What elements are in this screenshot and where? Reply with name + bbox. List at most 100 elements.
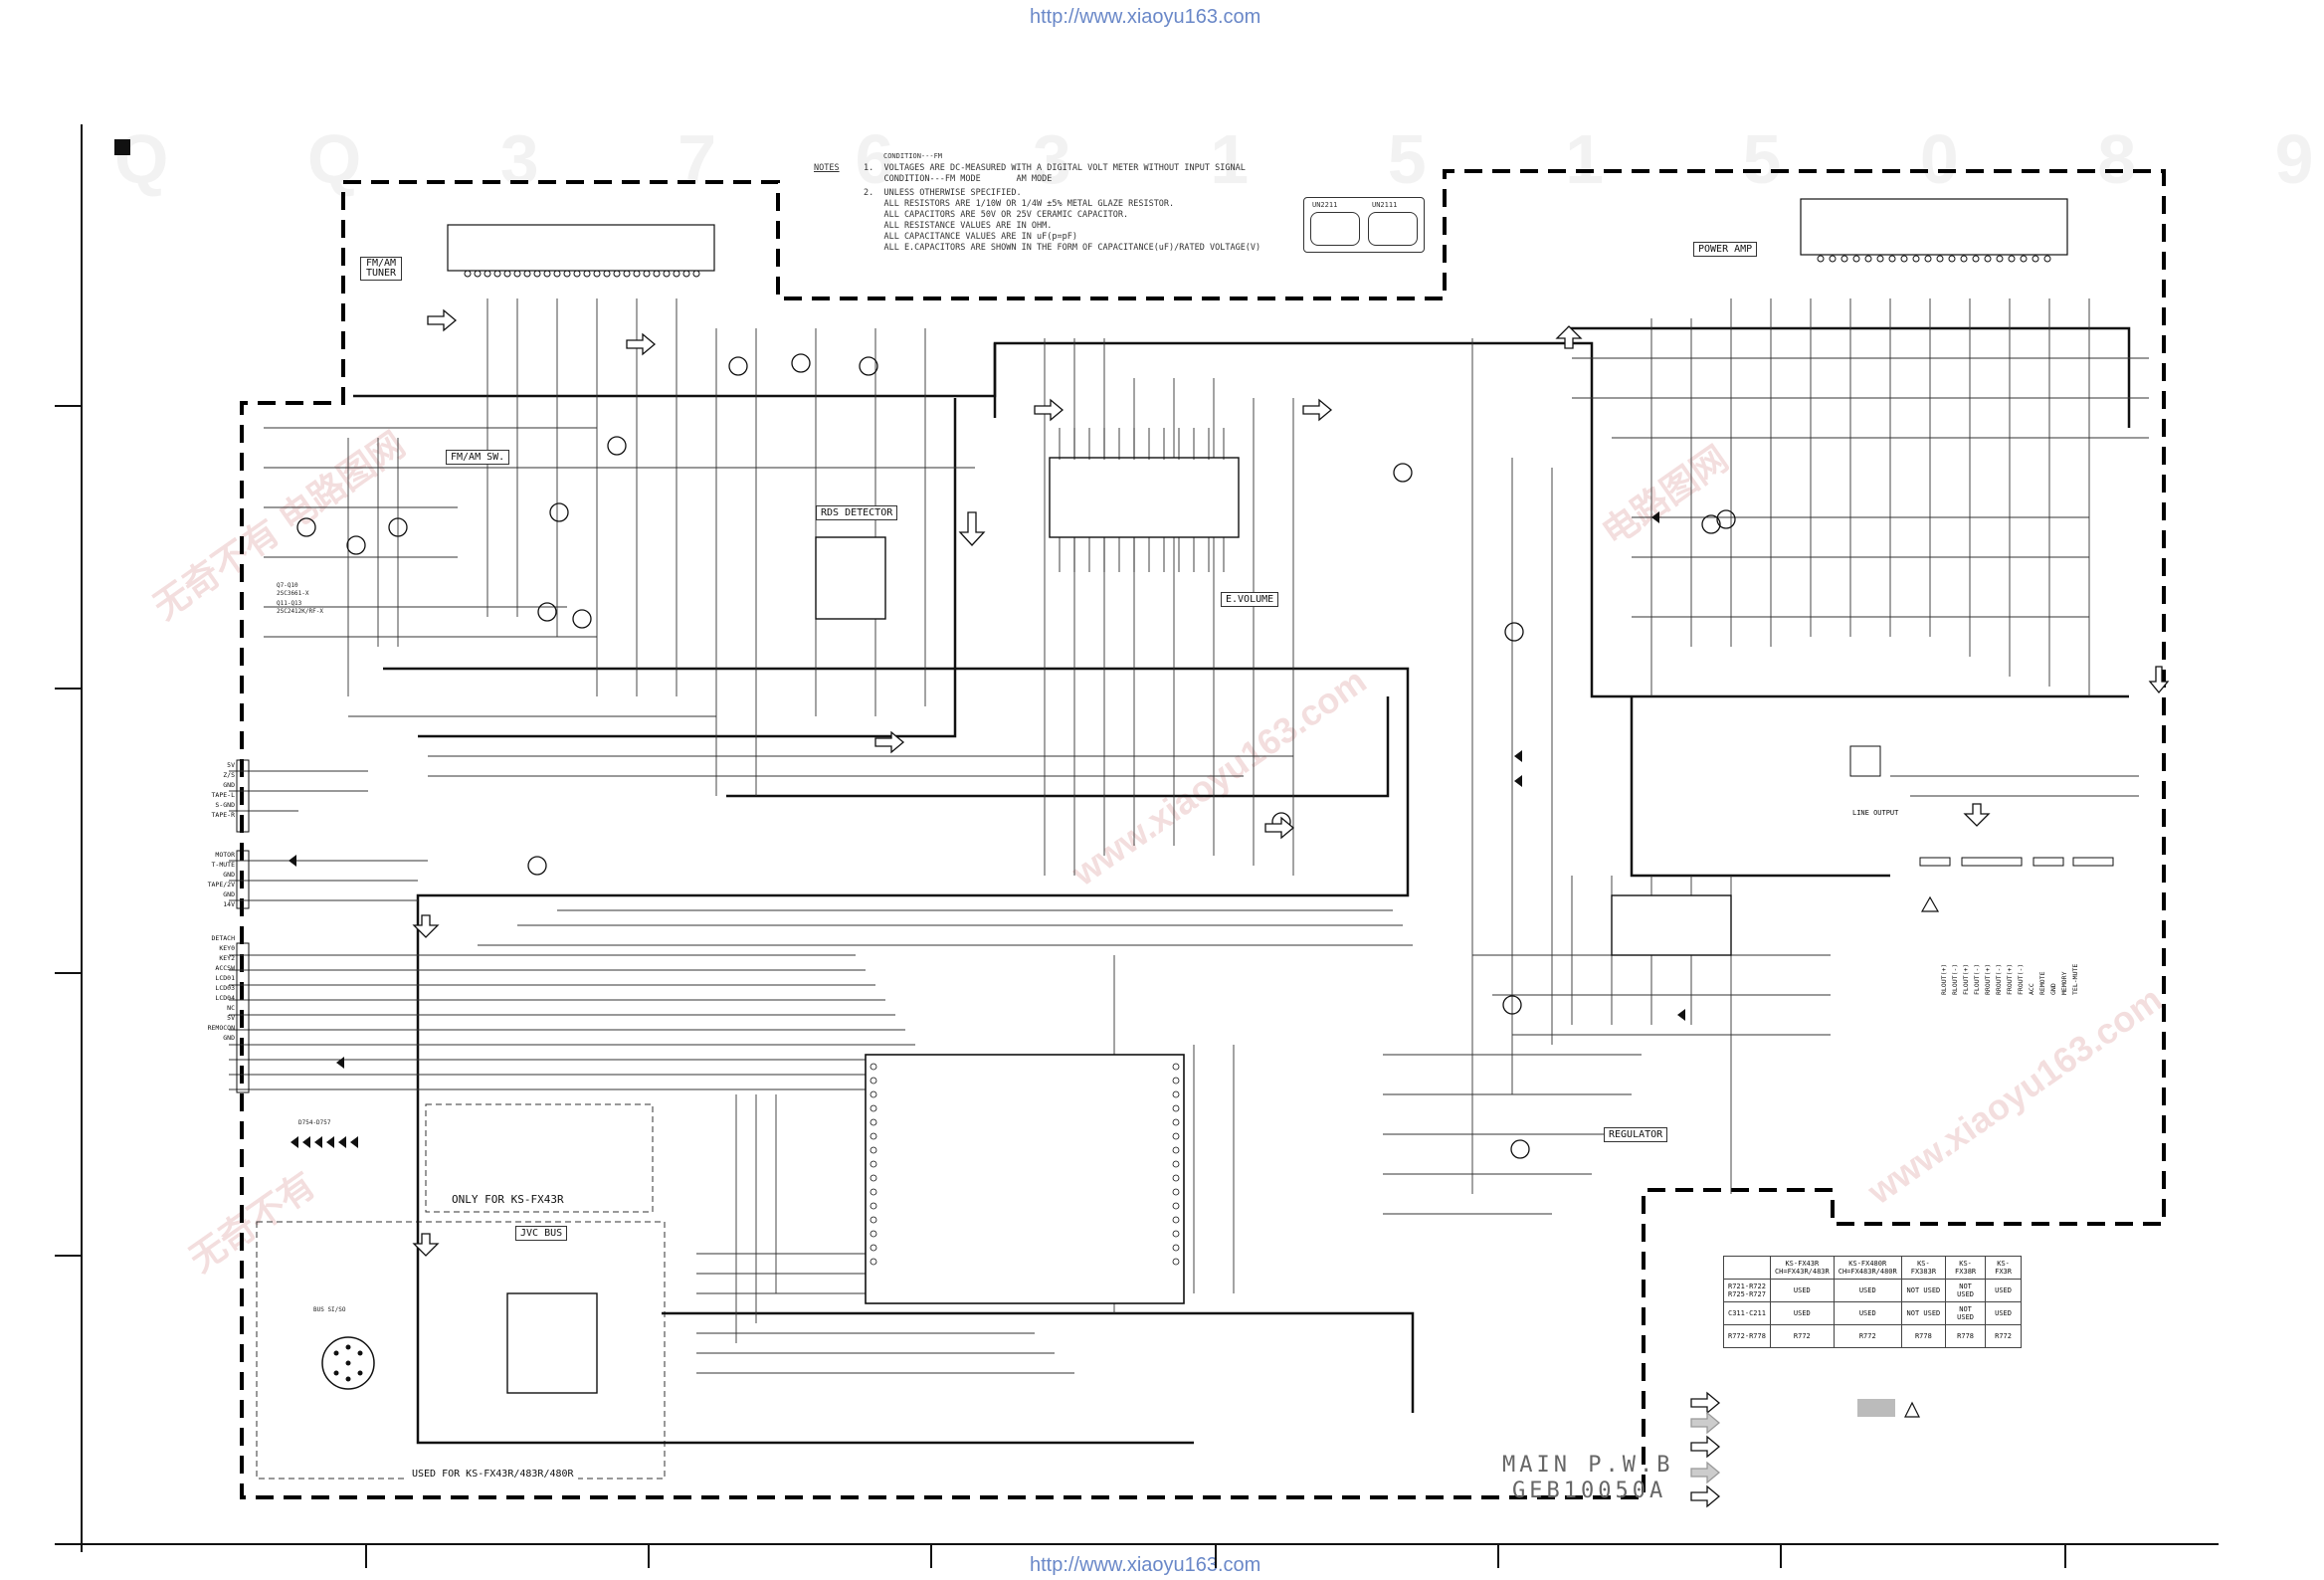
table-cell: NOT USED [1945, 1301, 1987, 1325]
table-cell: NOT USED [1900, 1301, 1947, 1325]
table-cell: KS-FX43R CH=FX43R/483R [1769, 1256, 1835, 1280]
pin-label: GND [223, 781, 235, 789]
pin-label: KEY2 [219, 954, 235, 962]
block-label-fm-am-sw: FM/AM SW. [446, 450, 510, 465]
output-pin-label: GND [2049, 983, 2057, 995]
output-pin-label: FLOUT(-) [1973, 963, 1981, 995]
warning-icon [1904, 1401, 1920, 1418]
table-cell: USED [1833, 1301, 1902, 1325]
block-label-only-for: ONLY FOR KS-FX43R [448, 1192, 568, 1207]
background-code: Q Q 3 7 6 3 1 5 1 5 0 8 9 2 4 9 8 2 9 9 [114, 120, 2324, 198]
output-pin-label: FLOUT(+) [1962, 963, 1970, 995]
table-cell: R772-R778 [1723, 1324, 1771, 1348]
pin-label: 14V [223, 900, 235, 908]
block-label-evolume: E.VOLUME [1221, 592, 1279, 607]
pin-label: TAPE-L [211, 791, 235, 799]
svg-text:Q11-Q13: Q11-Q13 [277, 600, 302, 607]
table-cell: R772 [1833, 1324, 1902, 1348]
footer-url[interactable]: http://www.xiaoyu163.com [1030, 1554, 1261, 1576]
block-label-regulator: REGULATOR [1604, 1127, 1668, 1142]
table-cell: R778 [1945, 1324, 1987, 1348]
table-cell: USED [1769, 1301, 1835, 1325]
svg-text:D754-D757: D754-D757 [298, 1119, 331, 1126]
model-usage-table: KS-FX43R CH=FX43R/483R KS-FX480R CH=FX48… [1723, 1256, 2022, 1348]
table-cell: KS-FX480R CH=FX483R/480R [1833, 1256, 1902, 1280]
pin-label: DETACH [211, 934, 235, 942]
pin-label: REMOCON [207, 1024, 235, 1032]
table-cell: R721-R722 R725-R727 [1723, 1279, 1771, 1302]
notes-condition: CONDITION---FM [883, 152, 943, 160]
output-pin-label: RROUT(-) [1995, 963, 2003, 995]
pin-label: LCD04 [215, 994, 235, 1002]
bus-din-connector [321, 1336, 375, 1390]
table-cell [1723, 1256, 1771, 1280]
table-cell: R772 [1985, 1324, 2022, 1348]
legend-grey-box [1857, 1399, 1895, 1417]
block-label-jvc-bus: JVC BUS [515, 1226, 568, 1241]
table-cell: NOT USED [1945, 1279, 1987, 1302]
output-pin-label: RLOUT(+) [1940, 963, 1948, 995]
svg-text:Q7-Q10: Q7-Q10 [277, 582, 298, 589]
pin-label: LCD03 [215, 984, 235, 992]
svg-text:BUS SI/SO: BUS SI/SO [313, 1306, 346, 1313]
table-cell: USED [1769, 1279, 1835, 1302]
table-cell: R778 [1900, 1324, 1947, 1348]
svg-text:2SC2412K/RF-X: 2SC2412K/RF-X [277, 608, 323, 615]
block-label-used-for: USED FOR KS-FX43R/483R/480R [408, 1468, 578, 1481]
output-pin-labels: RLOUT(+) RLOUT(-) FLOUT(+) FLOUT(-) RROU… [1940, 964, 2139, 1104]
output-pin-label: FROUT(-) [2017, 963, 2025, 995]
pin-label: 5V [227, 761, 235, 769]
block-label-power-amp: POWER AMP [1693, 242, 1758, 257]
pin-label: GND [223, 871, 235, 879]
pin-label: S-GND [215, 801, 235, 809]
output-pin-label: MEMORY [2060, 971, 2068, 995]
pin-label: KEY0 [219, 944, 235, 952]
table-row: C311-C211 USED USED NOT USED NOT USED US… [1723, 1301, 2022, 1325]
notes-line: ALL E.CAPACITORS ARE SHOWN IN THE FORM O… [864, 243, 1261, 253]
block-label-rds: RDS DETECTOR [816, 505, 898, 520]
output-pin-label: REMOTE [2038, 971, 2046, 995]
notes-line: ALL RESISTORS ARE 1/10W OR 1/4W ±5% META… [864, 199, 1175, 209]
output-pin-label: RLOUT(-) [1951, 963, 1959, 995]
table-row: R721-R722 R725-R727 USED USED NOT USED N… [1723, 1279, 2022, 1302]
notes-line: ALL RESISTANCE VALUES ARE IN OHM. [864, 221, 1053, 231]
board-name: MAIN P.W.B [1502, 1453, 1674, 1478]
pin-label: TAPE-R [211, 811, 235, 819]
table-cell: C311-C211 [1723, 1301, 1771, 1325]
pin-label: GND [223, 1034, 235, 1042]
notes-line: ALL CAPACITORS ARE 50V OR 25V CERAMIC CA… [864, 210, 1129, 220]
notes-line: ALL CAPACITANCE VALUES ARE IN uF(p=pF) [864, 232, 1077, 242]
table-header-row: KS-FX43R CH=FX43R/483R KS-FX480R CH=FX48… [1723, 1256, 2022, 1280]
pin-label: LCD01 [215, 974, 235, 982]
pin-label: 5V [227, 1014, 235, 1022]
output-pin-label: TEL-MUTE [2071, 963, 2079, 995]
table-cell: NOT USED [1900, 1279, 1947, 1302]
table-cell: USED [1985, 1279, 2022, 1302]
output-pin-label: ACC [2028, 983, 2035, 995]
table-cell: USED [1985, 1301, 2022, 1325]
pin-label: GND [223, 890, 235, 898]
pin-label: Z/S [223, 771, 235, 779]
pin-label: NC [227, 1004, 235, 1012]
notes-line: 2. UNLESS OTHERWISE SPECIFIED. [864, 188, 1022, 198]
left-connector-labels: 5V Z/S GND TAPE-L S-GND TAPE-R MOTOR T-M… [177, 760, 235, 1043]
table-cell: R772 [1769, 1324, 1835, 1348]
notes-line: 1. VOLTAGES ARE DC-MEASURED WITH A DIGIT… [864, 163, 1246, 173]
notes-line: CONDITION---FM MODE AM MODE [864, 174, 1053, 184]
output-pin-label: RROUT(+) [1984, 963, 1992, 995]
pin-label: ACCSW [215, 964, 235, 972]
block-label-tuner: FM/AM TUNER [360, 257, 402, 281]
table-cell: USED [1833, 1279, 1902, 1302]
table-cell: KS-FX383R [1900, 1256, 1947, 1280]
notes-heading: NOTES [814, 163, 840, 173]
warning-icon [1920, 895, 1940, 912]
transistor-b-label: UN2111 [1372, 201, 1398, 209]
pin-label: T-MUTE [211, 861, 235, 869]
header-url[interactable]: http://www.xiaoyu163.com [1030, 6, 1261, 28]
svg-text:2SC3661-X: 2SC3661-X [277, 590, 309, 597]
board-code: GEB10050A [1512, 1479, 1667, 1503]
table-cell: KS-FX38R [1945, 1256, 1987, 1280]
table-row: R772-R778 R772 R772 R778 R778 R772 [1723, 1324, 2022, 1348]
pin-label: TAPE/2V [207, 881, 235, 889]
transistor-legend: UN2211 UN2111 [1303, 197, 1425, 253]
